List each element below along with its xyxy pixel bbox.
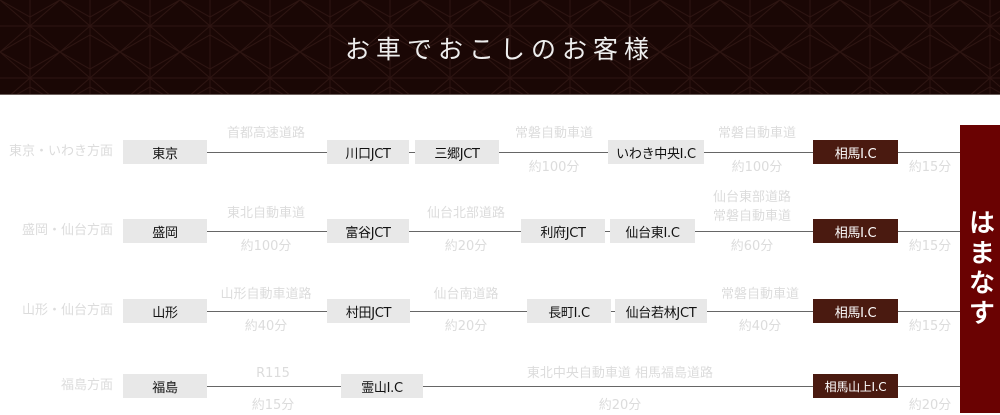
destination-box: 相馬I.C — [813, 140, 898, 164]
direction-label: 福島方面 — [60, 378, 113, 393]
origin-box: 盛岡 — [123, 219, 207, 243]
hamanasu-destination-banner: はまなす — [960, 125, 1000, 413]
origin-box: 東京 — [123, 140, 207, 164]
node-box: 利府JCT — [521, 219, 605, 243]
origin-box: 福島 — [123, 374, 207, 398]
direction-label: 盛岡・仙台方面 — [21, 223, 113, 238]
road-label: 常磐自動車道 — [720, 287, 800, 302]
road-label: 東北中央自動車道 相馬福島道路 — [526, 366, 714, 381]
direction-label: 山形・仙台方面 — [21, 303, 113, 318]
time-label: 約60分 — [730, 239, 774, 254]
road-label: 常磐自動車道 — [717, 126, 797, 141]
time-label: 約15分 — [908, 160, 952, 175]
road-label: 東北自動車道 — [226, 206, 306, 221]
road-label: 山形自動車道路 — [220, 287, 312, 302]
time-label: 約15分 — [251, 398, 295, 413]
divider — [0, 94, 1000, 95]
node-box: 仙台東I.C — [610, 219, 695, 243]
road-label: R115 — [256, 366, 290, 381]
origin-box: 山形 — [123, 299, 207, 323]
road-label: 仙台南道路 — [433, 287, 499, 302]
road-label: 仙台北部道路 — [426, 206, 506, 221]
time-label: 約40分 — [244, 319, 288, 334]
time-label: 約20分 — [444, 239, 488, 254]
destination-box: 相馬I.C — [813, 299, 898, 323]
destination-box: 相馬山上I.C — [813, 374, 898, 398]
road-label: 常磐自動車道 — [514, 126, 594, 141]
node-box: 富谷JCT — [327, 219, 409, 243]
direction-label: 東京・いわき方面 — [8, 144, 113, 159]
time-label: 約15分 — [908, 239, 952, 254]
time-label: 約20分 — [444, 319, 488, 334]
road-label: 仙台東部道路 — [712, 190, 792, 205]
time-label: 約40分 — [738, 319, 782, 334]
destination-box: 相馬I.C — [813, 219, 898, 243]
asanoha-pattern — [0, 0, 1000, 95]
time-label: 約20分 — [598, 398, 642, 413]
node-box: 三郷JCT — [415, 140, 499, 164]
node-box: いわき中央I.C — [608, 140, 704, 164]
node-box: 長町I.C — [527, 299, 611, 323]
route-line — [207, 386, 960, 387]
node-box: 川口JCT — [327, 140, 409, 164]
page-title: お車でおこしのお客様 — [344, 35, 655, 64]
time-label: 約100分 — [731, 160, 783, 175]
time-label: 約100分 — [528, 160, 580, 175]
node-box: 仙台若林JCT — [615, 299, 707, 323]
time-label: 約20分 — [908, 398, 952, 413]
page-header: お車でおこしのお客様 — [0, 0, 1000, 95]
route-line — [207, 152, 960, 153]
node-box: 村田JCT — [327, 299, 410, 323]
node-box: 霊山I.C — [341, 374, 423, 398]
time-label: 約15分 — [908, 319, 952, 334]
time-label: 約100分 — [240, 239, 292, 254]
road-label: 首都高速道路 — [226, 126, 306, 141]
road-label: 常磐自動車道 — [712, 209, 792, 224]
